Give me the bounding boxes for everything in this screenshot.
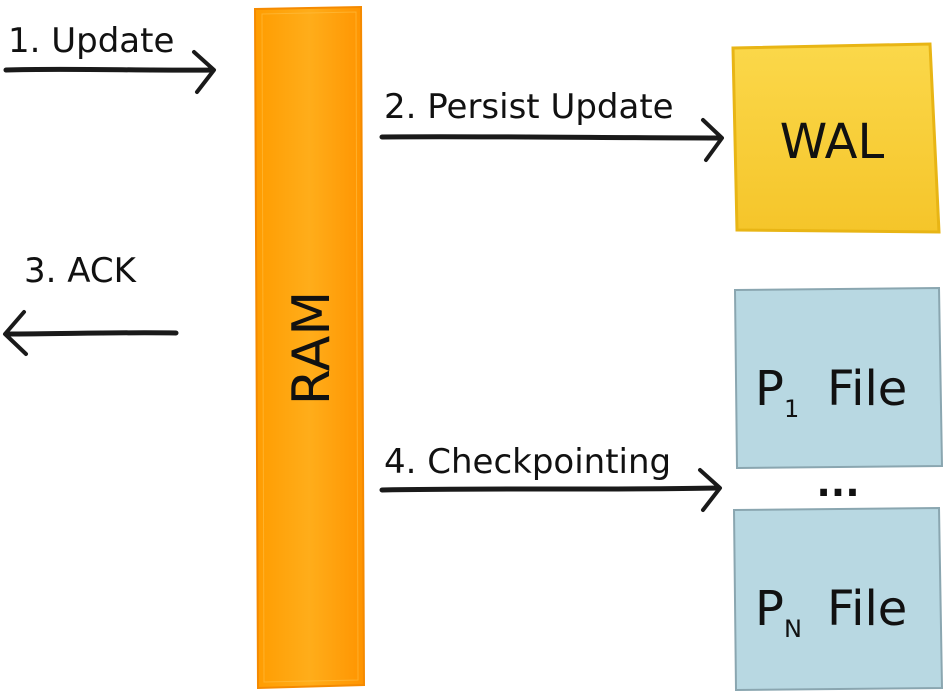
checkpoint-label: 4. Checkpointing [384,442,671,482]
partition-file-1-letter: P [755,361,784,417]
partition-file-n-label: File [827,581,907,637]
partition-file-1-label: File [827,361,907,417]
checkpoint-arrow [379,468,722,512]
partition-file-1-subscript: 1 [784,395,799,423]
persist-arrow [379,118,724,162]
ack-arrow [3,310,179,356]
svg-text:P1: P1 [755,361,799,423]
ram-label: RAM [282,291,342,405]
update-label: 1. Update [8,21,174,61]
partition-file-n-subscript: N [784,615,802,643]
svg-text:PN: PN [755,581,802,643]
update-arrow [3,50,216,94]
partition-file-1-box: P1 File [733,286,944,470]
ram-block: RAM [253,5,366,690]
files-ellipsis: ... [816,461,859,505]
partition-file-n-letter: P [755,581,784,637]
persist-label: 2. Persist Update [384,87,674,127]
wal-label: WAL [780,114,885,170]
wal-box: WAL [731,42,941,234]
ack-label: 3. ACK [24,251,138,291]
partition-file-n-box: PN File [732,506,944,692]
